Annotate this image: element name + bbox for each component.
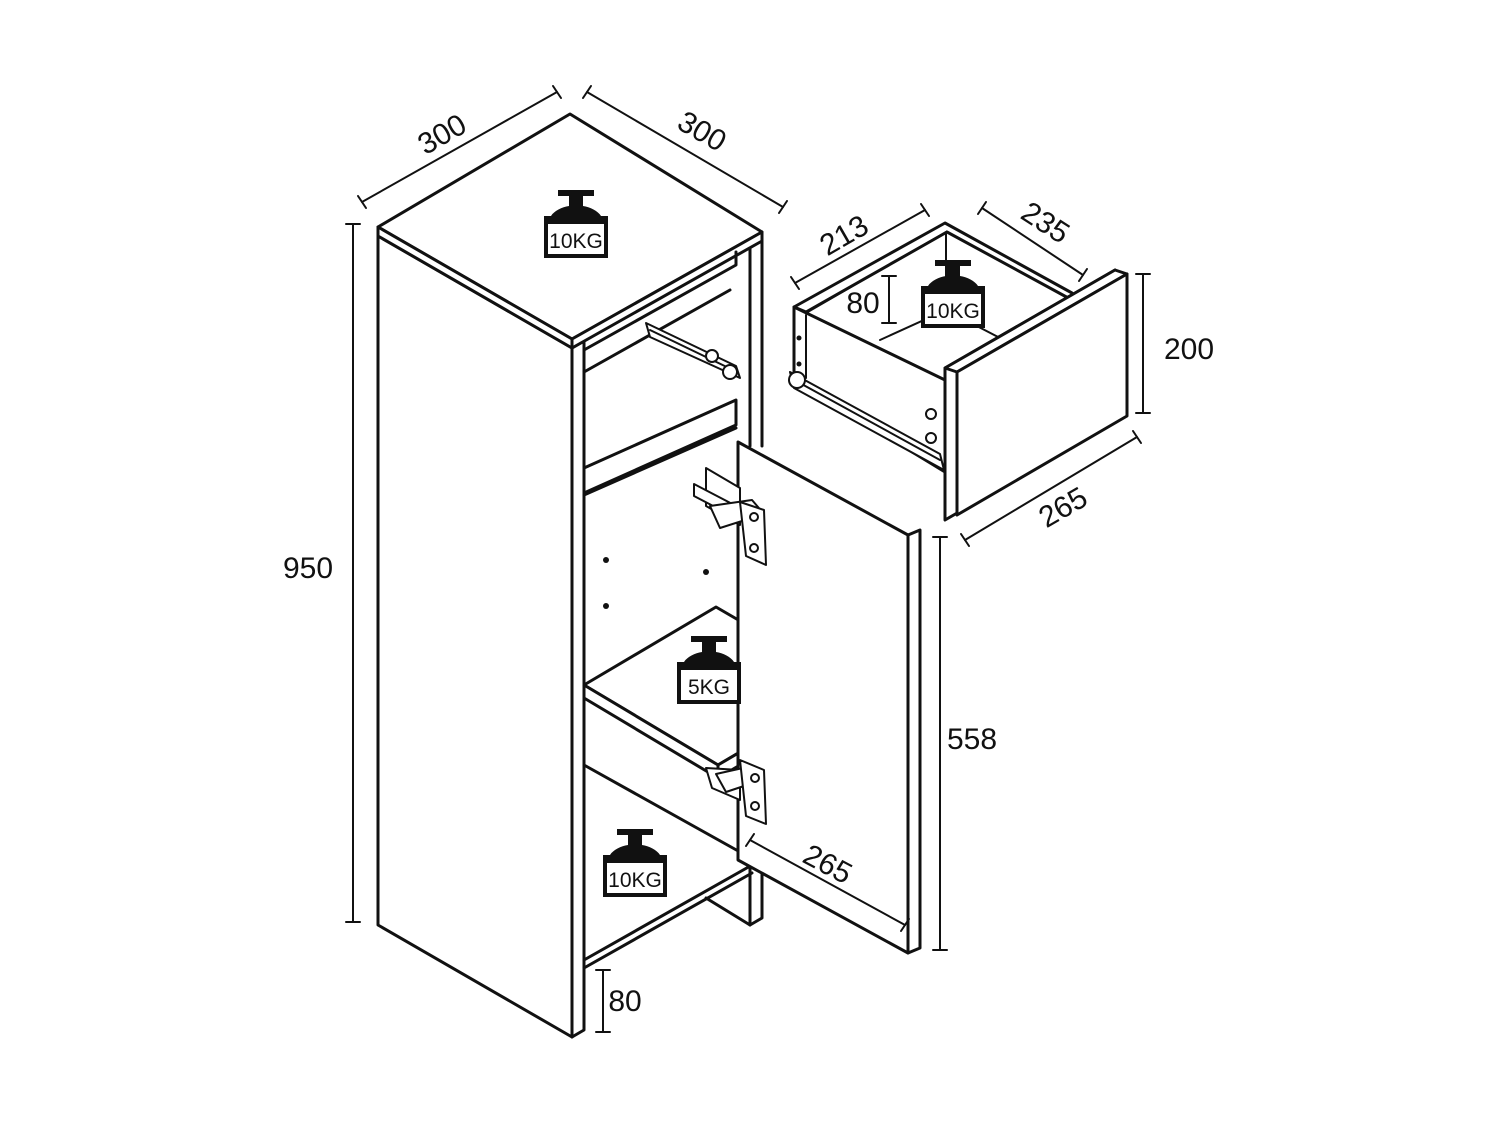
upper-hinge (693, 467, 767, 566)
dim-cabinet-depth: 300 (672, 105, 732, 159)
drawer (788, 221, 1129, 522)
shelf-hole (703, 569, 709, 575)
dim-cabinet-height: 950 (283, 552, 333, 585)
weight-icon-top: 10KG (544, 190, 608, 258)
shelf-hole (603, 557, 609, 563)
load-label-drawer: 10KG (926, 300, 980, 323)
dim-drawer-inner-height: 80 (846, 287, 879, 320)
lower-hinge (705, 759, 767, 825)
cabinet-interior (582, 250, 754, 970)
dim-cabinet-width: 300 (412, 108, 472, 162)
weight-icon-bottom: 10KG (603, 829, 667, 897)
dim-drawer-inner-width: 235 (1015, 196, 1075, 251)
middle-divider (582, 398, 738, 495)
load-label-shelf: 5KG (688, 676, 730, 699)
dim-drawer-side: 213 (814, 209, 874, 263)
cabinet-left-side (376, 234, 574, 1039)
weight-icon-shelf: 5KG (677, 636, 741, 704)
dim-drawer-front-height: 200 (1164, 333, 1214, 366)
dimension-lines (345, 85, 1151, 1033)
dim-door-height: 558 (947, 723, 997, 756)
shelf-hole (603, 603, 609, 609)
cabinet-front-edge (570, 339, 586, 1039)
load-label-bottom: 10KG (608, 869, 662, 892)
dim-drawer-front-width: 265 (1033, 481, 1093, 535)
cabinet-door (736, 440, 922, 955)
load-label-top: 10KG (549, 230, 603, 253)
weight-icon-drawer: 10KG (921, 260, 985, 328)
dim-plinth-height: 80 (608, 985, 641, 1018)
